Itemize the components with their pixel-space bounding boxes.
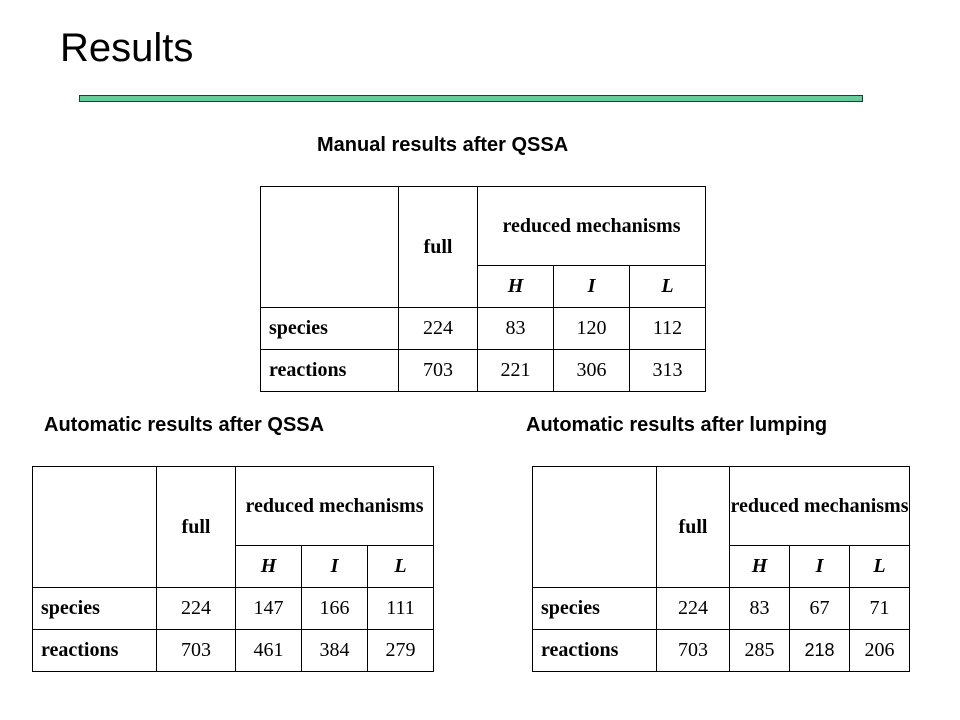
auto-qssa-results-table: full reduced mechanisms H I L species 22… bbox=[32, 466, 434, 672]
subheader-l: L bbox=[367, 545, 434, 588]
cell-reactions-i: 384 bbox=[301, 629, 368, 672]
subheader-i: I bbox=[789, 545, 850, 588]
row-label-reactions: reactions bbox=[32, 629, 157, 672]
table-row: species 224 147 166 111 bbox=[32, 587, 434, 630]
cell-species-l: 111 bbox=[367, 587, 434, 630]
cell-reactions-l: 313 bbox=[629, 349, 706, 392]
reduced-mechanisms-header-cell: reduced mechanisms bbox=[235, 466, 434, 546]
cell-species-i: 120 bbox=[553, 307, 630, 350]
table-subheader-row: H I L bbox=[261, 265, 706, 308]
subheader-i: I bbox=[301, 545, 368, 588]
empty-corner-cell bbox=[32, 466, 157, 588]
cell-species-full: 224 bbox=[398, 307, 478, 350]
row-label-reactions: reactions bbox=[260, 349, 399, 392]
cell-species-h: 83 bbox=[477, 307, 554, 350]
full-header-cell: full bbox=[156, 466, 236, 588]
auto-qssa-results-heading: Automatic results after QSSA bbox=[44, 414, 325, 436]
row-label-species: species bbox=[260, 307, 399, 350]
cell-reactions-l: 206 bbox=[849, 629, 910, 672]
table-row: species 224 83 120 112 bbox=[260, 307, 706, 350]
title-rule bbox=[79, 95, 863, 102]
cell-species-h: 83 bbox=[729, 587, 790, 630]
row-label-species: species bbox=[32, 587, 157, 630]
table-header-row: full reduced mechanisms bbox=[260, 186, 706, 308]
reduced-mechanisms-header-cell: reduced mechanisms bbox=[729, 466, 910, 546]
cell-reactions-h: 461 bbox=[235, 629, 302, 672]
subheader-i: I bbox=[553, 265, 630, 308]
table-row: reactions 703 461 384 279 bbox=[32, 629, 434, 672]
cell-species-full: 224 bbox=[156, 587, 236, 630]
cell-reactions-h: 221 bbox=[477, 349, 554, 392]
cell-reactions-full: 703 bbox=[398, 349, 478, 392]
empty-corner-cell bbox=[532, 466, 657, 588]
subheader-l: L bbox=[849, 545, 910, 588]
subheader-h: H bbox=[477, 265, 554, 308]
cell-species-full: 224 bbox=[656, 587, 730, 630]
table-row: reactions 703 221 306 313 bbox=[260, 349, 706, 392]
table-row: species 224 83 67 71 bbox=[532, 587, 910, 630]
auto-lumping-results-table: full reduced mechanisms H I L species 22… bbox=[532, 466, 910, 672]
cell-reactions-full: 703 bbox=[656, 629, 730, 672]
cell-reactions-i: 218 bbox=[789, 629, 850, 672]
cell-species-i: 67 bbox=[789, 587, 850, 630]
cell-species-l: 71 bbox=[849, 587, 910, 630]
subheader-h: H bbox=[729, 545, 790, 588]
auto-lumping-results-heading: Automatic results after lumping bbox=[526, 414, 828, 436]
cell-reactions-l: 279 bbox=[367, 629, 434, 672]
table-header-row: full reduced mechanisms bbox=[532, 466, 910, 588]
cell-species-i: 166 bbox=[301, 587, 368, 630]
slide-title: Results bbox=[60, 26, 194, 70]
row-label-species: species bbox=[532, 587, 657, 630]
subheader-h: H bbox=[235, 545, 302, 588]
table-header-row: full reduced mechanisms bbox=[32, 466, 434, 588]
cell-reactions-i: 306 bbox=[553, 349, 630, 392]
cell-species-h: 147 bbox=[235, 587, 302, 630]
full-header-cell: full bbox=[656, 466, 730, 588]
reduced-mechanisms-header-cell: reduced mechanisms bbox=[477, 186, 706, 266]
manual-results-heading: Manual results after QSSA bbox=[317, 134, 569, 156]
cell-reactions-full: 703 bbox=[156, 629, 236, 672]
table-row: reactions 703 285 218 206 bbox=[532, 629, 910, 672]
row-label-reactions: reactions bbox=[532, 629, 657, 672]
empty-corner-cell bbox=[260, 186, 399, 308]
manual-results-table: full reduced mechanisms H I L species 22… bbox=[260, 186, 706, 392]
full-header-cell: full bbox=[398, 186, 478, 308]
cell-reactions-h: 285 bbox=[729, 629, 790, 672]
subheader-l: L bbox=[629, 265, 706, 308]
cell-species-l: 112 bbox=[629, 307, 706, 350]
